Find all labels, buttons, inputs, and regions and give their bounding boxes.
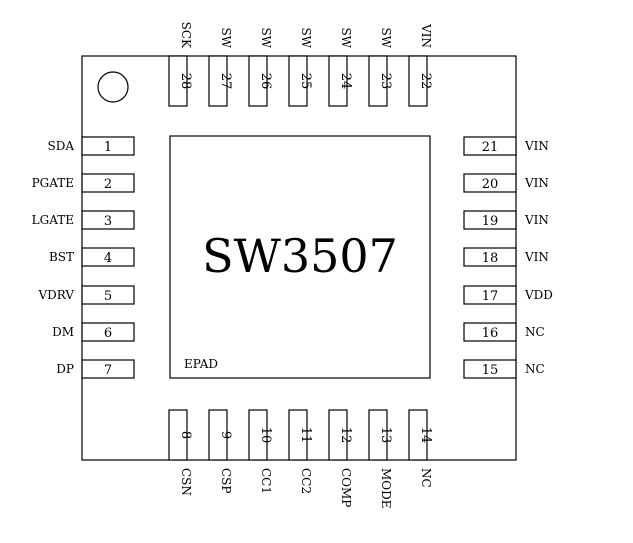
- pin-number-28: 28: [178, 73, 193, 90]
- pin-number-2: 2: [104, 177, 112, 192]
- pin1-marker-dot: [97, 71, 129, 103]
- pin-name-13: MODE: [379, 468, 393, 509]
- pin-name-25: SW: [299, 27, 313, 48]
- pin-number-14: 14: [418, 427, 433, 444]
- pin-name-19: VIN: [524, 213, 549, 227]
- pin-pad-15: [463, 359, 517, 379]
- pin-pad-5: [81, 285, 135, 305]
- pin-number-26: 26: [258, 73, 273, 90]
- pin-pad-26: [248, 55, 268, 107]
- pin-pad-25: [288, 55, 308, 107]
- pin-pad-17: [463, 285, 517, 305]
- pin-pad-7: [81, 359, 135, 379]
- pin-name-15: NC: [525, 362, 545, 376]
- pin-name-17: VDD: [524, 288, 553, 302]
- pin-pad-12: [328, 409, 348, 461]
- pin-number-10: 10: [258, 427, 273, 444]
- pin-number-20: 20: [482, 177, 499, 192]
- pin-number-1: 1: [104, 140, 112, 155]
- pin-name-9: CSP: [219, 468, 233, 493]
- pin-pad-8: [168, 409, 188, 461]
- pin-number-16: 16: [482, 326, 499, 341]
- pin-pad-20: [463, 173, 517, 193]
- pin-name-7: DP: [56, 362, 74, 376]
- pin-pad-22: [408, 55, 428, 107]
- pin-number-17: 17: [482, 289, 499, 304]
- pin-pad-16: [463, 322, 517, 342]
- pin-name-14: NC: [419, 468, 433, 488]
- pin-number-7: 7: [104, 363, 112, 378]
- pin-number-22: 22: [418, 73, 433, 90]
- pin-name-8: CSN: [179, 468, 193, 496]
- pin-name-18: VIN: [524, 250, 549, 264]
- pin-pad-9: [208, 409, 228, 461]
- pin-number-27: 27: [218, 73, 233, 90]
- chip-name: SW3507: [202, 229, 398, 283]
- pin-name-3: LGATE: [32, 213, 74, 227]
- pin-number-21: 21: [482, 140, 499, 155]
- pin-name-27: SW: [219, 27, 233, 48]
- pin-name-12: COMP: [339, 468, 353, 507]
- pin-name-20: VIN: [524, 176, 549, 190]
- pin-number-8: 8: [178, 431, 193, 439]
- pin-pad-13: [368, 409, 388, 461]
- pin-pad-21: [463, 136, 517, 156]
- pin-name-11: CC2: [299, 468, 313, 494]
- pin-pad-6: [81, 322, 135, 342]
- pin-name-22: VIN: [419, 23, 433, 48]
- pin-number-5: 5: [104, 289, 112, 304]
- pin-pad-14: [408, 409, 428, 461]
- pin-number-6: 6: [104, 326, 112, 341]
- pin-name-5: VDRV: [37, 288, 74, 302]
- pin-pad-23: [368, 55, 388, 107]
- pin-number-9: 9: [218, 431, 233, 439]
- pin-name-23: SW: [379, 27, 393, 48]
- pin-pad-28: [168, 55, 188, 107]
- pin-pad-10: [248, 409, 268, 461]
- pin-name-26: SW: [259, 27, 273, 48]
- pin-pad-19: [463, 210, 517, 230]
- epad-label: EPAD: [184, 357, 218, 371]
- pin-pad-4: [81, 247, 135, 267]
- pin-pad-3: [81, 210, 135, 230]
- pin-name-6: DM: [52, 325, 74, 339]
- pin-pad-18: [463, 247, 517, 267]
- pin-name-10: CC1: [259, 468, 273, 494]
- pin-number-4: 4: [104, 251, 112, 266]
- pin-number-13: 13: [378, 427, 393, 444]
- pin-name-21: VIN: [524, 139, 549, 153]
- pin-pad-11: [288, 409, 308, 461]
- pin-number-12: 12: [338, 427, 353, 444]
- pin-name-16: NC: [525, 325, 545, 339]
- pin-name-4: BST: [49, 250, 74, 264]
- pin-pad-2: [81, 173, 135, 193]
- pin-number-23: 23: [378, 73, 393, 90]
- pin-pad-1: [81, 136, 135, 156]
- pin-number-11: 11: [298, 427, 313, 444]
- pin-name-1: SDA: [47, 139, 74, 153]
- pin-number-15: 15: [482, 363, 499, 378]
- pin-pad-27: [208, 55, 228, 107]
- pin-number-3: 3: [104, 214, 112, 229]
- pin-number-18: 18: [482, 251, 499, 266]
- pin-number-25: 25: [298, 73, 313, 90]
- pin-number-24: 24: [338, 73, 353, 90]
- pin-pad-24: [328, 55, 348, 107]
- pin-name-24: SW: [339, 27, 353, 48]
- pin-name-28: SCK: [179, 22, 193, 49]
- pin-number-19: 19: [482, 214, 499, 229]
- pin-name-2: PGATE: [32, 176, 74, 190]
- exposed-pad: [169, 135, 431, 379]
